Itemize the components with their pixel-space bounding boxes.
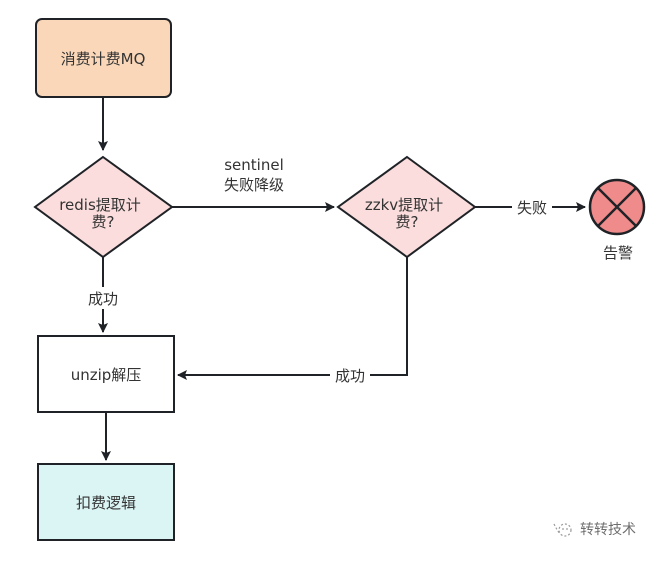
- edge-label-sentinel: sentinel: [224, 156, 284, 174]
- wechat-icon: [553, 523, 572, 537]
- edge-zzkv-to-alert: 失败: [475, 197, 586, 217]
- node-label: 扣费逻辑: [76, 494, 136, 512]
- node-label-line1: redis提取计: [59, 196, 141, 214]
- x-icon: [597, 187, 637, 227]
- edge-redis-to-unzip: 成功: [83, 257, 123, 333]
- node-redis-decision[interactable]: redis提取计 费?: [33, 155, 174, 259]
- edge-label-success-zzkv: 成功: [335, 367, 365, 385]
- edge-label-fail: 失败: [517, 199, 547, 217]
- node-label-line2: 费?: [92, 213, 115, 231]
- watermark-text: 转转技术: [580, 522, 636, 538]
- node-label-line2: 费?: [396, 213, 419, 231]
- watermark: 转转技术: [552, 518, 636, 540]
- edge-label-fallback: 失败降级: [224, 176, 284, 194]
- node-label: 消费计费MQ: [61, 50, 146, 68]
- node-alert[interactable]: 告警: [588, 178, 646, 262]
- node-label: 告警: [603, 244, 633, 262]
- edge-label-success-redis: 成功: [88, 290, 118, 308]
- edge-zzkv-to-unzip: 成功: [177, 257, 408, 385]
- node-zzkv-decision[interactable]: zzkv提取计 费?: [336, 155, 477, 259]
- node-label-line1: zzkv提取计: [365, 196, 443, 214]
- edge-redis-to-zzkv: sentinel 失败降级: [172, 156, 335, 212]
- node-consume-mq[interactable]: 消费计费MQ: [35, 18, 172, 98]
- node-label: unzip解压: [71, 366, 142, 384]
- node-deduct-logic[interactable]: 扣费逻辑: [37, 463, 175, 541]
- node-unzip[interactable]: unzip解压: [37, 335, 175, 413]
